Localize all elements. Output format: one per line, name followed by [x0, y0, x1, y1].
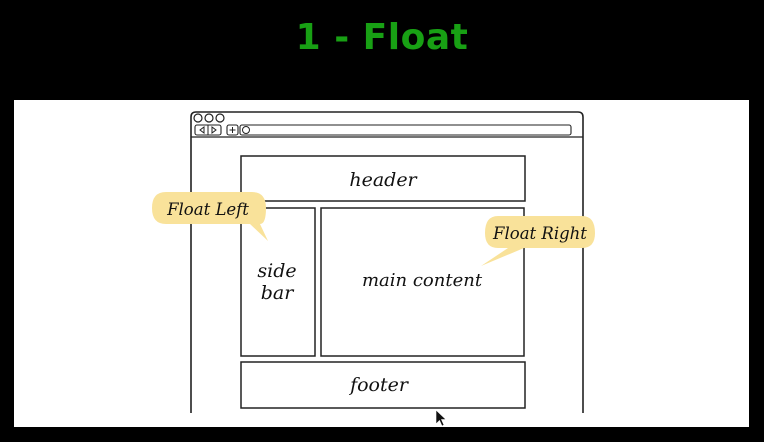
float-left-callout [152, 192, 268, 241]
sidebar-box [240, 207, 316, 357]
address-circle-icon [242, 126, 250, 134]
float-right-label: Float Right [492, 224, 587, 243]
forward-arrow-icon [211, 126, 217, 134]
window-button [215, 113, 225, 123]
header-label: header [349, 169, 418, 191]
header-box [240, 155, 526, 202]
new-tab-plus-icon [229, 127, 236, 133]
mouse-pointer-icon [435, 409, 447, 427]
back-arrow-icon [199, 126, 205, 134]
main-content-label: main content [362, 270, 483, 291]
slide-title: 1 - Float [295, 17, 469, 58]
float-left-label: Float Left [166, 200, 249, 219]
address-bar [239, 124, 572, 136]
footer-label: footer [348, 374, 410, 396]
browser-window-frame [190, 111, 584, 413]
sidebar-label-line2: bar [261, 282, 295, 304]
diagram-panel: header side bar main content footer Floa… [14, 100, 749, 427]
window-button [204, 113, 214, 123]
new-tab-button [226, 124, 239, 136]
footer-box [240, 361, 526, 409]
layout-diagram: header side bar main content footer Floa… [152, 111, 595, 427]
main-content-box [320, 207, 525, 357]
window-button [193, 113, 203, 123]
sidebar-label-line1: side [257, 260, 296, 282]
float-right-callout [481, 216, 595, 266]
